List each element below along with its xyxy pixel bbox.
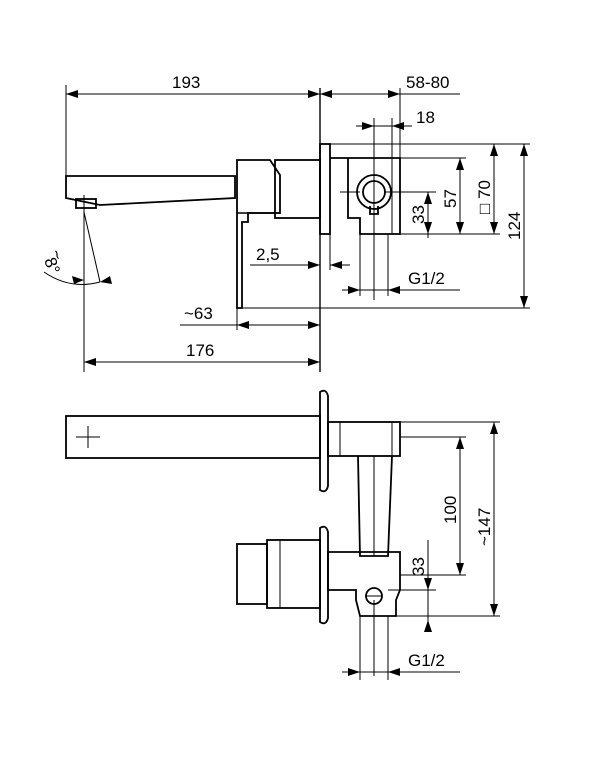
dim-124: 124: [505, 212, 524, 240]
bottom-view: 33 100 ~147 G1/2: [65, 389, 500, 680]
arrow: [424, 620, 432, 632]
handle-body: [266, 539, 321, 609]
arrow: [320, 90, 332, 98]
dim-g12-bottom: G1/2: [408, 651, 445, 670]
dim-100: 100: [441, 496, 460, 524]
rosette-top: [319, 389, 329, 493]
dim-63: ~63: [184, 304, 213, 323]
arrow: [388, 286, 400, 294]
arrow: [308, 358, 320, 366]
dim-33: 33: [409, 205, 428, 224]
dim-g12-top: G1/2: [408, 269, 445, 288]
dim-70: □ 70: [475, 180, 494, 214]
angle-line: [83, 211, 101, 283]
lever-handle: [236, 159, 281, 309]
cartridge-block: [274, 159, 321, 219]
arrow: [490, 144, 498, 156]
arrow: [388, 90, 400, 98]
arrow: [348, 668, 360, 676]
body-top-block: [327, 421, 401, 457]
arrow: [308, 90, 320, 98]
concealed-body: [330, 157, 401, 235]
angle-arc: [43, 271, 101, 285]
arrow: [424, 578, 432, 590]
arrow: [424, 192, 432, 204]
arrow: [362, 122, 374, 130]
dim-18: 18: [416, 108, 435, 127]
spout-plan: [65, 415, 321, 459]
arrow: [84, 358, 96, 366]
dim-58-80: 58-80: [406, 73, 449, 92]
dim-angle: 8°: [40, 255, 63, 277]
spout-aerator: [75, 198, 97, 209]
arrow: [520, 296, 528, 308]
wall-rosette: [319, 143, 331, 235]
arrow: [456, 222, 464, 234]
arrow: [72, 276, 84, 284]
arrow: [348, 286, 360, 294]
dim-193: 193: [172, 73, 200, 92]
rosette-bottom: [319, 525, 329, 625]
dim-2-5: 2,5: [256, 245, 280, 264]
arrow: [490, 604, 498, 616]
arrow: [424, 222, 432, 234]
arrow: [490, 222, 498, 234]
arrow: [456, 437, 464, 449]
arrow: [392, 122, 404, 130]
dim-57: 57: [441, 189, 460, 208]
top-view: 193 58-80 18 33 57 □ 70: [40, 73, 530, 372]
lower-body: [327, 551, 401, 617]
dim-176: 176: [186, 341, 214, 360]
dim-33-bottom: 33: [409, 557, 428, 576]
handle-cap: [236, 543, 268, 605]
arrow: [456, 563, 464, 575]
spout-outline: [65, 175, 236, 206]
arrow: [520, 144, 528, 156]
vertical-body: [357, 455, 393, 557]
arrow: [66, 90, 78, 98]
arrow: [388, 668, 400, 676]
arrow: [308, 321, 320, 329]
dim-147: ~147: [475, 508, 494, 546]
arrow: [456, 158, 464, 170]
arrow: [100, 276, 112, 284]
arrow: [308, 261, 320, 269]
arrow: [237, 321, 249, 329]
arrow: [490, 422, 498, 434]
